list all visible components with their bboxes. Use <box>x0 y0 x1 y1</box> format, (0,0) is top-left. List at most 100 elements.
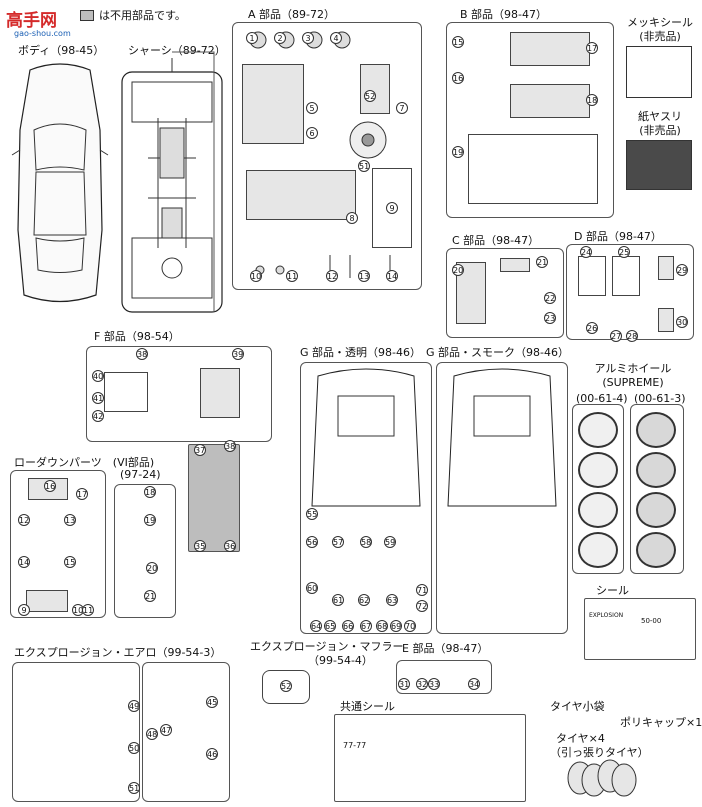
part-number-a-2: 2 <box>274 32 286 44</box>
sprue-d-seat-left <box>578 256 606 296</box>
part-number-g-63: 63 <box>386 594 398 606</box>
part-number-a-12: 12 <box>326 270 338 282</box>
part-number-f-38: 38 <box>136 348 148 360</box>
part-number-aero-46: 46 <box>206 748 218 760</box>
part-number-g-67: 67 <box>360 620 372 632</box>
part-number-f-41: 41 <box>92 392 104 404</box>
tire-bag-label: タイヤ小袋 <box>550 700 605 713</box>
part-number-e-31: 31 <box>398 678 410 690</box>
part-number-f_gray-36: 36 <box>224 540 236 552</box>
wheels-label: アルミホイール <box>594 362 672 375</box>
part-number-d-30: 30 <box>676 316 688 328</box>
sprue-a-exhaust <box>246 170 356 220</box>
part-number-b-16: 16 <box>452 72 464 84</box>
part-number-d-27: 27 <box>610 330 622 342</box>
sprue-d-box-bottom <box>658 308 674 332</box>
wheel-disc-left-3 <box>578 492 618 528</box>
legend-text: は不用部品です。 <box>99 9 186 22</box>
part-number-d-25: 25 <box>618 246 630 258</box>
part-number-g-72: 72 <box>416 600 428 612</box>
part-number-g-68: 68 <box>376 620 388 632</box>
sprue-f-gray-block <box>188 444 240 552</box>
part-number-lowdown-15: 15 <box>64 556 76 568</box>
sprue-g-smoke-label: G 部品・スモーク（98-46） <box>426 346 569 359</box>
part-number-f_gray-37: 37 <box>194 444 206 456</box>
part-number-lowdown-16: 16 <box>44 480 56 492</box>
part-number-f-40: 40 <box>92 370 104 382</box>
part-number-b-15: 15 <box>452 36 464 48</box>
sprue-g-clear-label: G 部品・透明（98-46） <box>300 346 421 359</box>
watermark-logo-text: 高手网 <box>6 11 57 31</box>
part-number-g-64: 64 <box>310 620 322 632</box>
part-number-g-55: 55 <box>306 508 318 520</box>
part-number-b-18: 18 <box>586 94 598 106</box>
sprue-c-label: C 部品（98-47） <box>452 234 540 247</box>
part-number-g-65: 65 <box>324 620 336 632</box>
sandpaper-label: 紙ヤスリ <box>638 110 682 123</box>
part-number-lowdown-18: 18 <box>144 486 156 498</box>
sprue-a-radiator <box>360 64 390 114</box>
part-number-d-28: 28 <box>626 330 638 342</box>
lowdown-label: ローダウンパーツ (VI部品) <box>14 456 155 469</box>
aero-sprue <box>12 662 140 802</box>
sprue-b-taillight-left <box>510 32 590 66</box>
watermark-logo: 高手网 <box>6 6 57 31</box>
part-number-a-8: 8 <box>346 212 358 224</box>
chassis-drawing <box>121 58 223 313</box>
part-number-a-3: 3 <box>302 32 314 44</box>
tire-note: （引っ張りタイヤ） <box>550 746 649 759</box>
part-number-a-11: 11 <box>286 270 298 282</box>
part-number-a-9: 9 <box>386 202 398 214</box>
part-number-aero-50: 50 <box>128 742 140 754</box>
part-number-f_gray-35: 35 <box>194 540 206 552</box>
part-number-g-69: 69 <box>390 620 402 632</box>
muffler-code: （99-54-4） <box>308 654 373 667</box>
sprue-f-subframe <box>200 368 240 418</box>
sprue-d-seat-right <box>612 256 640 296</box>
part-number-c-22: 22 <box>544 292 556 304</box>
part-number-aero-51: 51 <box>128 782 140 794</box>
wheels-sub: (SUPREME) <box>602 376 664 389</box>
part-number-a-13: 13 <box>358 270 370 282</box>
part-number-a-1: 1 <box>246 32 258 44</box>
watermark-url: gao-shou.com <box>14 29 71 38</box>
lowdown-gray-bottom <box>26 590 68 612</box>
part-number-a-7: 7 <box>396 102 408 114</box>
wheels-code-right: (00-61-3) <box>634 392 686 405</box>
chassis-label: シャーシ（89-72） <box>128 44 226 57</box>
sprue-d-label: D 部品（98-47） <box>574 230 662 243</box>
sprue-f-brace <box>104 372 148 412</box>
part-number-lowdown-19: 19 <box>144 514 156 526</box>
part-number-e-34: 34 <box>468 678 480 690</box>
sprue-b-taillight-right <box>510 84 590 118</box>
body-label: ボディ（98-45） <box>18 44 105 57</box>
tire-label: タイヤ×4 <box>556 732 605 745</box>
part-number-e-32: 32 <box>416 678 428 690</box>
sprue-b-label: B 部品（98-47） <box>460 8 548 21</box>
sprue-e-label: E 部品（98-47） <box>402 642 489 655</box>
body-drawing <box>11 63 109 303</box>
part-number-lowdown-11: 11 <box>82 604 94 616</box>
aero-label: エクスプロージョン・エアロ（99-54-3） <box>14 646 222 659</box>
part-number-a-14: 14 <box>386 270 398 282</box>
sprue-d-box-top <box>658 256 674 280</box>
part-number-c-21: 21 <box>536 256 548 268</box>
part-number-b-19: 19 <box>452 146 464 158</box>
sprue-a-fan <box>349 121 387 159</box>
part-number-c-20: 20 <box>452 264 464 276</box>
part-number-f_gray-38: 38 <box>224 440 236 452</box>
wheel-disc-right-2 <box>636 452 676 488</box>
part-number-aero-49: 49 <box>128 700 140 712</box>
part-number-g-61: 61 <box>332 594 344 606</box>
sprue-g-smoke-windows <box>447 368 557 507</box>
polycap-label: ポリキャップ×1 <box>620 716 702 729</box>
part-number-muffler-52: 52 <box>280 680 292 692</box>
wheel-disc-right-3 <box>636 492 676 528</box>
wheel-disc-left-1 <box>578 412 618 448</box>
sprue-c-shifter <box>500 258 530 272</box>
sprue-connector-line <box>172 51 215 312</box>
seal-plate-text: 50-00 <box>641 617 662 625</box>
part-number-d-26: 26 <box>586 322 598 334</box>
part-number-e-33: 33 <box>428 678 440 690</box>
seal-explosion-text: EXPLOSION <box>589 612 624 619</box>
